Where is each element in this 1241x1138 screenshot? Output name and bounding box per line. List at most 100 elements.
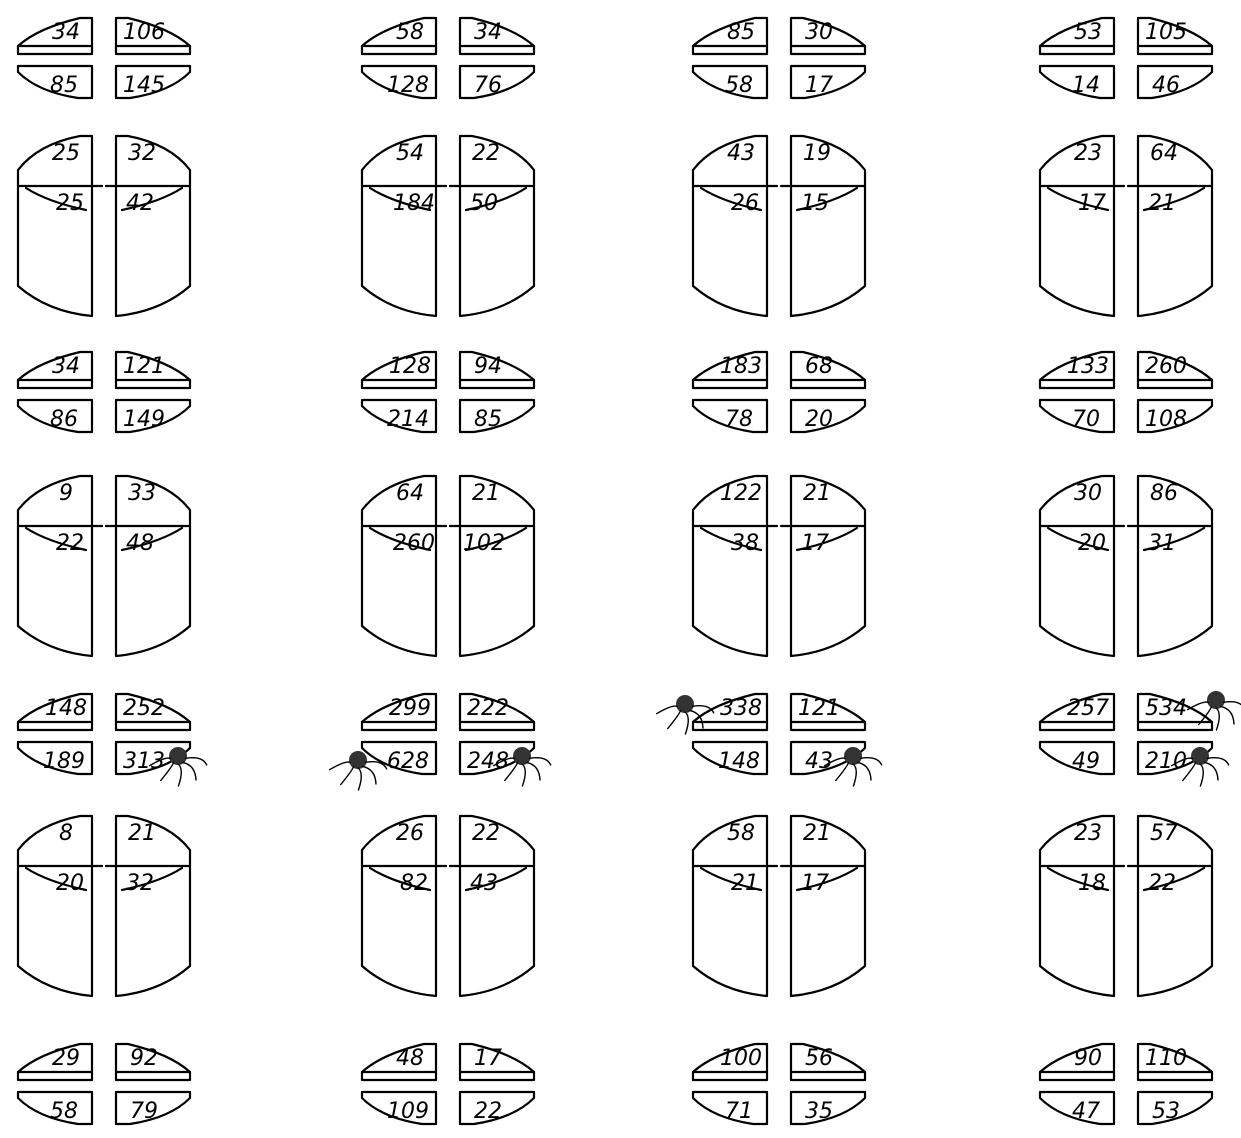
- upper-right-count: 57: [1150, 821, 1178, 846]
- lower-right-count: 22: [474, 1099, 502, 1124]
- lower-left-count: 20: [1078, 531, 1106, 556]
- lower-right-count: 43: [470, 871, 498, 896]
- infestation-squiggle: [527, 762, 540, 780]
- tall-unit: 43261915: [693, 136, 865, 316]
- upper-right-count: 32: [128, 141, 156, 166]
- upper-right-count: 17: [474, 1046, 502, 1071]
- lower-left-count: 85: [50, 73, 78, 98]
- infestation-squiggle: [1208, 758, 1229, 765]
- upper-right-count: 33: [128, 481, 156, 506]
- lower-right-count: 79: [130, 1099, 158, 1124]
- lower-right-count: 20: [805, 407, 833, 432]
- lower-left-count: 82: [400, 871, 428, 896]
- upper-left-count: 100: [720, 1046, 762, 1071]
- lower-right-count: 22: [1148, 871, 1176, 896]
- infestation-squiggle: [853, 764, 856, 786]
- lower-left-count: 71: [725, 1099, 753, 1124]
- upper-right-count: 105: [1145, 20, 1187, 45]
- lower-right-count: 85: [474, 407, 502, 432]
- small-unit: 3412186149: [18, 352, 190, 432]
- lower-right-count: 42: [126, 191, 154, 216]
- lower-right-count: 35: [805, 1099, 833, 1124]
- tall-unit: 8202132: [18, 816, 190, 996]
- lower-left-count: 214: [387, 407, 429, 432]
- tall-unit: 23176421: [1040, 136, 1212, 316]
- upper-left-count: 299: [389, 696, 431, 721]
- column-4: 5310514462317642113326070108302086312575…: [1040, 18, 1241, 1124]
- lower-right-count: 17: [801, 871, 829, 896]
- lower-left-count: 148: [718, 749, 760, 774]
- small-unit: 25753449210: [1040, 691, 1241, 786]
- infestation-squiggle: [657, 706, 678, 714]
- left-panel-frame: [18, 476, 92, 656]
- infestation-squiggle: [1205, 762, 1218, 780]
- infestation-squiggle: [1216, 708, 1219, 730]
- upper-left-count: 85: [727, 20, 755, 45]
- lower-left-count: 86: [50, 407, 78, 432]
- infestation-squiggle: [183, 762, 196, 780]
- lower-right-count: 48: [126, 531, 154, 556]
- upper-left-count: 9: [59, 481, 73, 506]
- upper-right-count: 260: [1145, 354, 1187, 379]
- lower-left-count: 18: [1078, 871, 1106, 896]
- upper-right-count: 534: [1145, 696, 1187, 721]
- upper-right-count: 106: [123, 20, 165, 45]
- lower-right-count: 32: [126, 871, 154, 896]
- small-unit: 531051446: [1040, 18, 1212, 98]
- upper-left-count: 90: [1074, 1046, 1102, 1071]
- left-panel-frame: [18, 816, 92, 996]
- tall-unit: 25253242: [18, 136, 190, 316]
- upper-left-count: 23: [1074, 821, 1102, 846]
- upper-left-count: 338: [720, 696, 762, 721]
- upper-left-count: 183: [720, 354, 762, 379]
- upper-left-count: 53: [1074, 20, 1102, 45]
- lower-left-count: 58: [50, 1099, 78, 1124]
- upper-right-count: 21: [472, 481, 500, 506]
- upper-right-count: 22: [472, 821, 500, 846]
- lower-left-count: 38: [731, 531, 759, 556]
- upper-left-count: 34: [52, 20, 80, 45]
- small-unit: 148252189313: [18, 694, 207, 786]
- tall-unit: 64 260 21 102: [362, 476, 534, 656]
- lower-right-count: 15: [801, 191, 829, 216]
- lower-left-count: 17: [1078, 191, 1106, 216]
- lower-left-count: 260: [393, 531, 435, 556]
- lower-right-count: 53: [1152, 1099, 1180, 1124]
- infestation-squiggle: [1188, 702, 1209, 710]
- upper-right-count: 68: [805, 354, 833, 379]
- lower-right-count: 17: [801, 531, 829, 556]
- upper-right-count: 30: [805, 20, 833, 45]
- upper-right-count: 19: [803, 141, 831, 166]
- tall-unit: 541842250: [362, 136, 534, 316]
- lower-left-count: 628: [387, 749, 429, 774]
- upper-right-count: 56: [805, 1046, 833, 1071]
- lower-left-count: 184: [393, 191, 435, 216]
- upper-right-count: 222: [467, 696, 509, 721]
- upper-left-count: 64: [396, 481, 424, 506]
- small-unit: 33812114843: [657, 694, 882, 786]
- upper-left-count: 58: [396, 20, 424, 45]
- lower-left-count: 109: [387, 1099, 429, 1124]
- upper-left-count: 30: [1074, 481, 1102, 506]
- upper-left-count: 43: [727, 141, 755, 166]
- upper-left-count: 54: [396, 141, 424, 166]
- upper-right-count: 21: [803, 821, 831, 846]
- lower-right-count: 43: [805, 749, 833, 774]
- upper-left-count: 58: [727, 821, 755, 846]
- upper-left-count: 257: [1067, 696, 1109, 721]
- lower-left-count: 128: [387, 73, 429, 98]
- small-unit: 299222628248: [330, 694, 551, 790]
- lower-right-count: 102: [463, 531, 505, 556]
- upper-left-count: 48: [396, 1046, 424, 1071]
- lower-right-count: 76: [474, 73, 502, 98]
- lower-left-count: 14: [1072, 73, 1100, 98]
- infestation-squiggle: [693, 706, 714, 713]
